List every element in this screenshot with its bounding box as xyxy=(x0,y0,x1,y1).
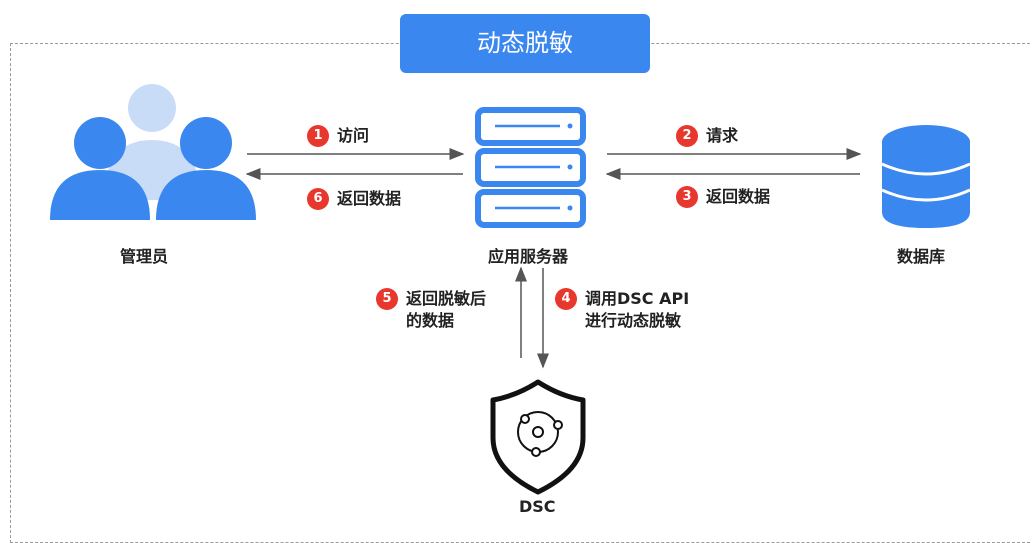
step-text-line: 请求 xyxy=(706,126,739,145)
database-label: 数据库 xyxy=(897,247,946,266)
admin-label: 管理员 xyxy=(120,247,169,266)
step-text-line: 的数据 xyxy=(406,311,455,330)
diagram-title: 动态脱敏 xyxy=(400,14,650,73)
step-badge: 2 xyxy=(676,125,698,147)
dsc-label: DSC xyxy=(519,497,556,516)
server-icon xyxy=(475,107,586,228)
step-text-line: 返回数据 xyxy=(706,187,771,206)
step-text-line: 进行动态脱敏 xyxy=(585,311,682,330)
diagram-graphics xyxy=(50,84,971,495)
step-badge: 4 xyxy=(555,288,577,310)
step-text-line: 调用DSC API xyxy=(585,289,690,308)
users-icon xyxy=(50,84,256,220)
step-text-line: 访问 xyxy=(337,126,370,145)
database-icon xyxy=(881,125,971,228)
step-badge: 6 xyxy=(307,188,329,210)
step-badge: 3 xyxy=(676,186,698,208)
step-text-line: 返回脱敏后 xyxy=(406,289,487,308)
step-1: 1 访问 xyxy=(307,125,369,147)
step-badge: 1 xyxy=(307,125,329,147)
dsc-shield-icon xyxy=(490,379,586,495)
step-3: 3 返回数据 xyxy=(676,186,770,208)
step-5: 5 返回脱敏后 的数据 xyxy=(376,288,486,332)
step-4: 4 调用DSC API 进行动态脱敏 xyxy=(555,288,689,332)
server-label: 应用服务器 xyxy=(488,247,569,266)
step-2: 2 请求 xyxy=(676,125,738,147)
step-text-line: 返回数据 xyxy=(337,189,402,208)
step-6: 6 返回数据 xyxy=(307,188,401,210)
step-badge: 5 xyxy=(376,288,398,310)
